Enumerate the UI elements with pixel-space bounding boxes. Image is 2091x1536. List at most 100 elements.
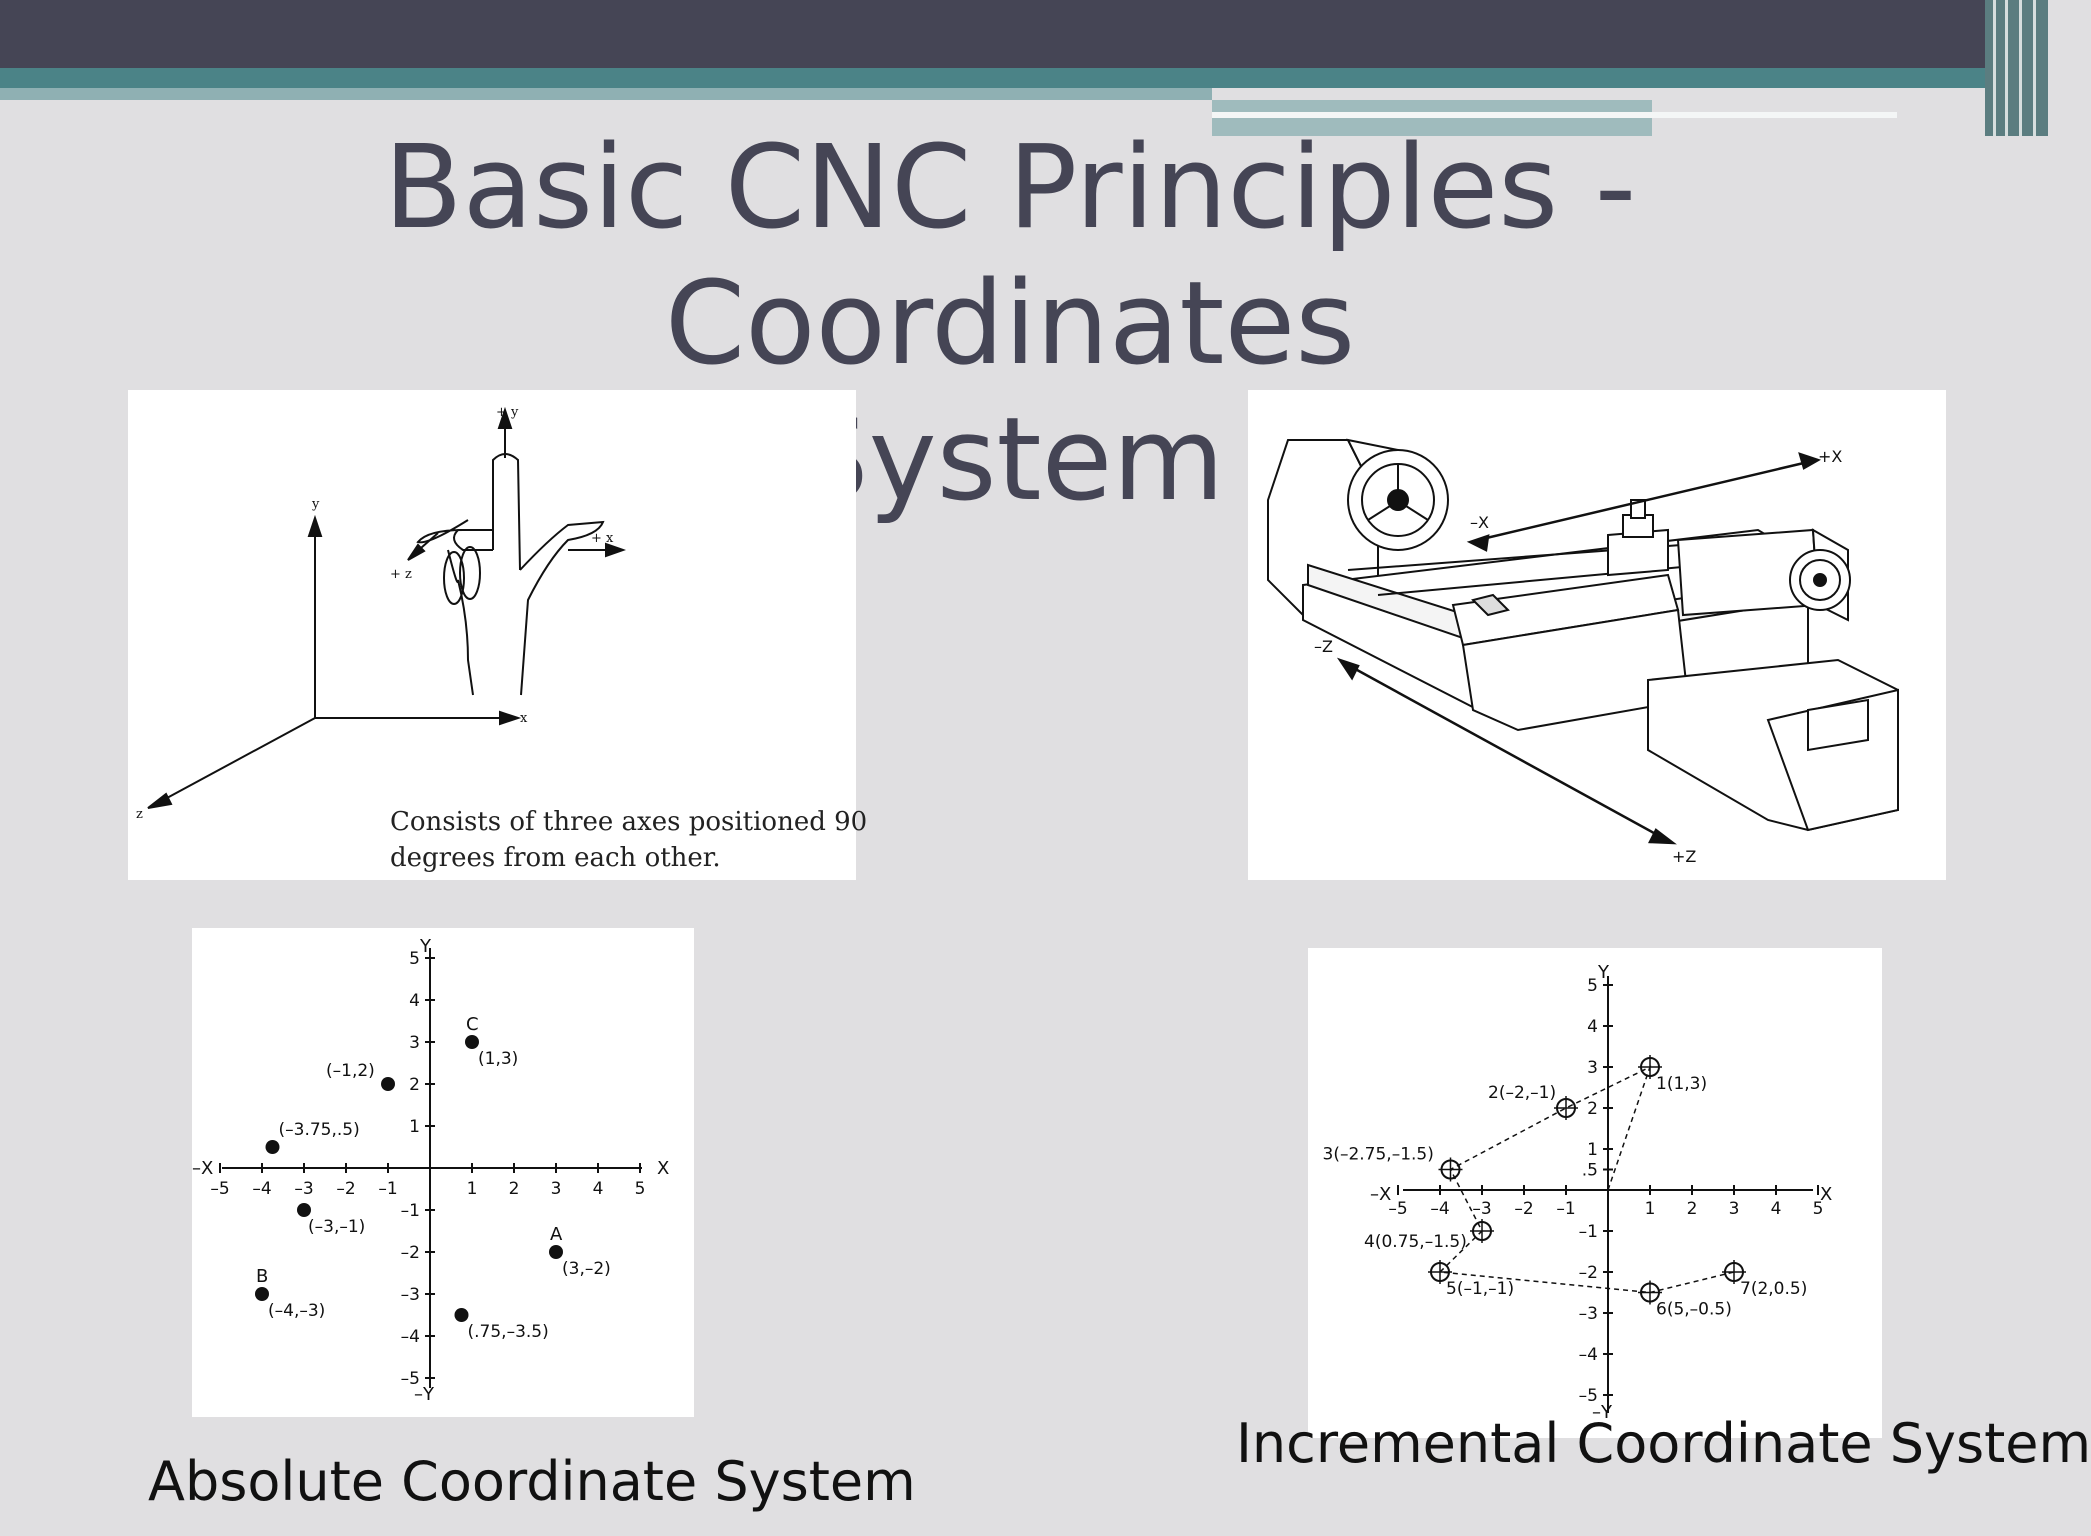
axis-label-neg-x: –X — [192, 1158, 213, 1179]
header-rule — [1212, 112, 1897, 118]
data-point — [297, 1203, 311, 1217]
y-tick-label: –4 — [401, 1327, 420, 1347]
point-label: (–1,2) — [326, 1061, 375, 1081]
y-tick-label: 5 — [1587, 976, 1598, 996]
point-label: (–3,–1) — [308, 1217, 365, 1237]
y-tick-label: 1 — [409, 1117, 420, 1137]
y-tick-label: –4 — [1579, 1345, 1598, 1365]
data-point — [549, 1245, 563, 1259]
point-label: (–4,–3) — [268, 1301, 325, 1321]
point-label: 1(1,3) — [1656, 1074, 1707, 1094]
axis-label-neg-x: –X — [1370, 1184, 1391, 1205]
data-point — [454, 1308, 469, 1322]
x-tick-label: 1 — [1645, 1199, 1656, 1219]
y-tick-label: 4 — [1587, 1017, 1598, 1037]
y-tick-label: –2 — [401, 1243, 420, 1263]
y-tick-label: –5 — [401, 1369, 420, 1389]
label-minus-x: –X — [1470, 513, 1489, 532]
x-tick-label: –5 — [210, 1179, 229, 1199]
y-tick-label: 5 — [409, 949, 420, 969]
y-tick-label: 3 — [409, 1033, 420, 1053]
axis-label-neg-y: –Y — [1592, 1402, 1613, 1423]
point-label: (1,3) — [478, 1049, 518, 1069]
label-y: y — [311, 497, 320, 512]
x-tick-label: –3 — [294, 1179, 313, 1199]
x-tick-label: –2 — [336, 1179, 355, 1199]
axes-diagram-panel: + y + x + z y x z Consists of three axes… — [128, 390, 867, 880]
y-tick-label: –2 — [1579, 1263, 1598, 1283]
axes-diagram: + y + x + z y x z Consists of three axes… — [136, 405, 867, 873]
x-tick-label: –1 — [1556, 1199, 1575, 1219]
y-tick-label: 2 — [1587, 1099, 1598, 1119]
axis-label-x: X — [1820, 1184, 1832, 1205]
x-tick-label: 4 — [593, 1179, 604, 1199]
point-label: 4(0.75,–1.5) — [1364, 1232, 1467, 1252]
y-tick-label: 2 — [409, 1075, 420, 1095]
lathe-diagram-panel: +X –X –Z +Z — [1248, 390, 1946, 880]
point-label: 7(2,0.5) — [1740, 1279, 1807, 1299]
point-label: 6(5,–0.5) — [1656, 1300, 1732, 1320]
axis-label-x: X — [657, 1158, 669, 1179]
data-point — [465, 1035, 479, 1049]
y-tick-label: –3 — [1579, 1304, 1598, 1324]
data-point — [381, 1077, 395, 1091]
axes-caption-line-1: Consists of three axes positioned 90 — [390, 807, 867, 837]
label-plus-x: + x — [591, 531, 614, 546]
x-tick-label: 4 — [1771, 1199, 1782, 1219]
y-tick-label: –3 — [401, 1285, 420, 1305]
header-corner-decoration — [1985, 0, 2048, 136]
y-tick-label: 3 — [1587, 1058, 1598, 1078]
label-plus-z: +Z — [1672, 847, 1696, 866]
absolute-caption: Absolute Coordinate System — [148, 1450, 916, 1513]
title-line-2: System — [795, 393, 1225, 527]
x-tick-label: 2 — [1687, 1199, 1698, 1219]
y-tick-label: –1 — [1579, 1222, 1598, 1242]
lathe-diagram: +X –X –Z +Z — [1267, 438, 1899, 866]
x-tick-label: –3 — [1472, 1199, 1491, 1219]
x-tick-label: –2 — [1514, 1199, 1533, 1219]
x-tick-label: 1 — [467, 1179, 478, 1199]
point-name: C — [466, 1014, 479, 1035]
y-tick-label: 1 — [1587, 1140, 1598, 1160]
label-plus-z: + z — [390, 567, 412, 582]
point-label: 2(–2,–1) — [1488, 1083, 1556, 1103]
point-label: (.75,–3.5) — [468, 1322, 549, 1342]
x-tick-label: –5 — [1388, 1199, 1407, 1219]
header-stripe-light — [0, 88, 1212, 100]
y-tick-label: –5 — [1579, 1386, 1598, 1406]
label-x: x — [520, 711, 528, 726]
x-tick-label: 3 — [1729, 1199, 1740, 1219]
x-tick-label: 5 — [635, 1179, 646, 1199]
point-name: B — [256, 1266, 268, 1287]
point-label: 5(–1,–1) — [1446, 1279, 1514, 1299]
label-plus-y: + y — [496, 405, 519, 420]
header-stripe — [0, 68, 2048, 88]
header-stripe-block — [1212, 100, 1652, 136]
label-plus-x: +X — [1818, 447, 1842, 466]
y-tick-label: 4 — [409, 991, 420, 1011]
point-label: (–3.75,.5) — [279, 1120, 360, 1140]
label-minus-z: –Z — [1314, 637, 1333, 656]
point-label: (3,–2) — [562, 1259, 611, 1279]
tool-path — [1438, 1065, 1735, 1294]
x-tick-label: 3 — [551, 1179, 562, 1199]
x-tick-label: –4 — [252, 1179, 271, 1199]
slide-title: Basic CNC Principles - Coordinates Syste… — [90, 120, 1930, 528]
axis-label-y: Y — [1597, 962, 1610, 983]
axis-label-neg-y: –Y — [414, 1384, 435, 1405]
header-bar — [0, 0, 2048, 68]
point-label: 3(–2.75,–1.5) — [1323, 1145, 1434, 1165]
incremental-caption: Incremental Coordinate System — [1236, 1412, 2091, 1475]
data-point — [255, 1287, 269, 1301]
data-point — [265, 1140, 280, 1154]
axes-caption-line-2: degrees from each other. — [390, 843, 721, 873]
label-z: z — [136, 807, 143, 822]
x-tick-label: –1 — [378, 1179, 397, 1199]
axis-label-y: Y — [419, 936, 432, 957]
y-tick-label: .5 — [1582, 1161, 1598, 1181]
title-line-1: Basic CNC Principles - Coordinates — [383, 121, 1637, 391]
